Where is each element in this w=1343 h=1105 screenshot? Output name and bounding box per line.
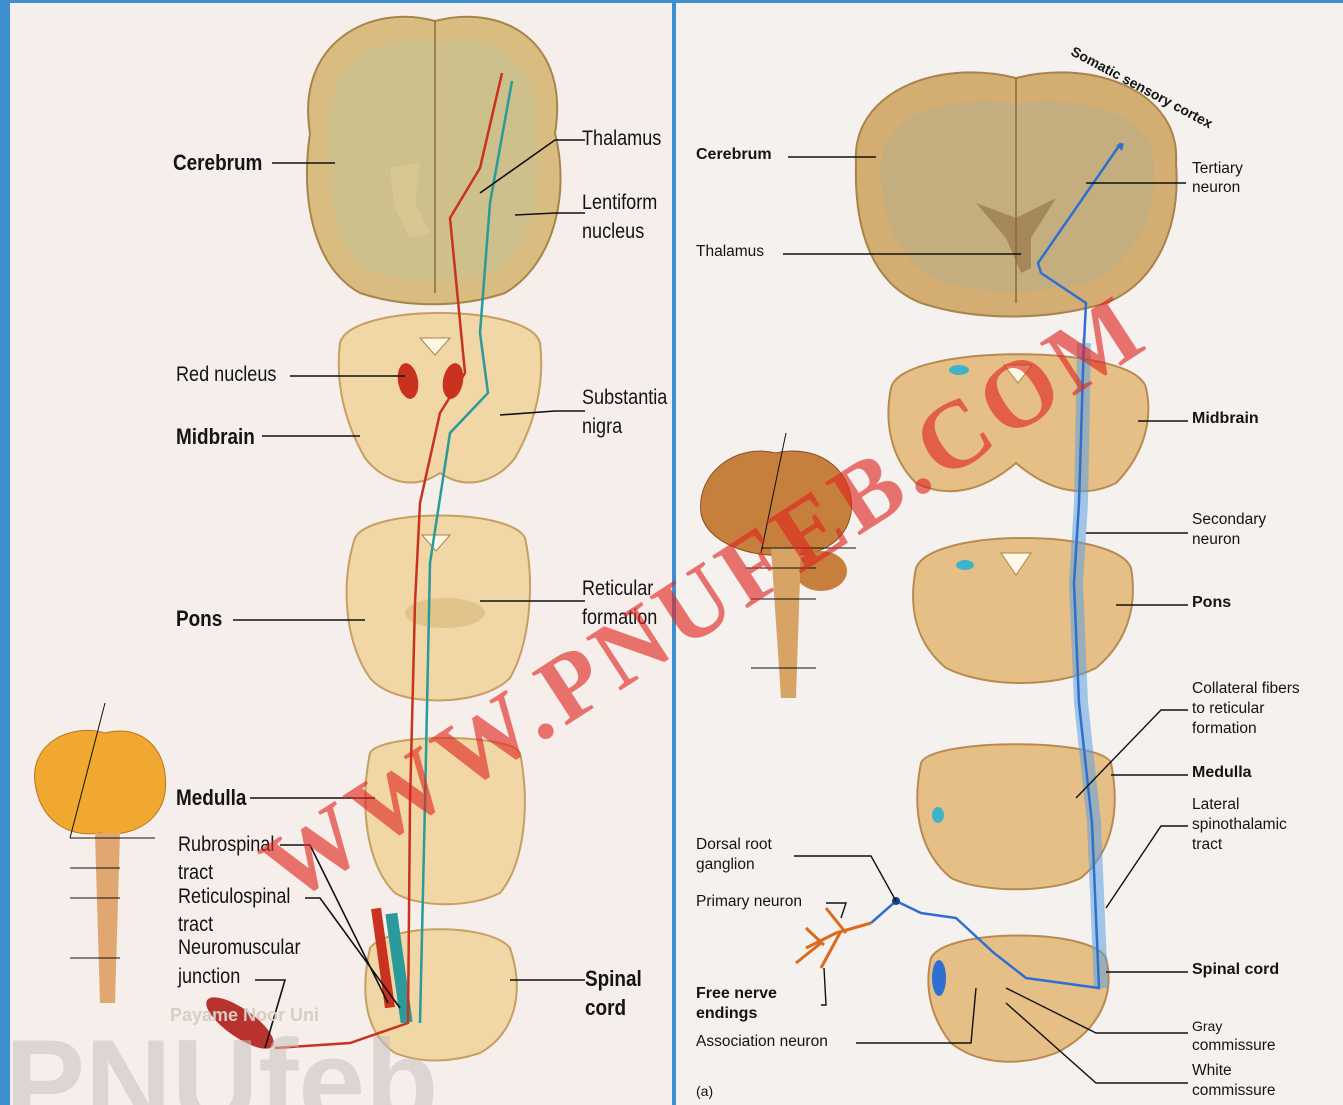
label-lateral-3: tract bbox=[1192, 836, 1222, 854]
label-secondary-1: Secondary bbox=[1192, 511, 1266, 529]
label-lateral-1: Lateral bbox=[1192, 796, 1239, 814]
label-free-nerve-1: Free nerve bbox=[696, 985, 777, 1003]
label-nmj-2: junction bbox=[178, 965, 240, 989]
medulla-section bbox=[365, 738, 525, 904]
motor-pathway-panel: PNUfeb Cerebrum Thalamus Lentiform nucle… bbox=[10, 3, 672, 1105]
label-reticular-1: Reticular bbox=[582, 577, 653, 601]
label-cerebrum-right: Cerebrum bbox=[696, 146, 772, 164]
label-thalamus-right: Thalamus bbox=[696, 243, 764, 261]
label-secondary-2: neuron bbox=[1192, 531, 1240, 549]
motor-pathway-illustration: PNUfeb bbox=[10, 3, 672, 1105]
faint-logo: PNUfeb bbox=[10, 1015, 438, 1105]
label-lateral-2: spinothalamic bbox=[1192, 816, 1287, 834]
label-medulla: Medulla bbox=[176, 785, 246, 810]
label-panel-a: (a) bbox=[696, 1083, 713, 1099]
label-collateral-2: to reticular bbox=[1192, 700, 1264, 718]
label-spinal-2: cord bbox=[585, 995, 626, 1020]
label-medulla-right: Medulla bbox=[1192, 764, 1252, 782]
pons-section bbox=[347, 516, 530, 701]
label-pons: Pons bbox=[176, 606, 222, 631]
label-tertiary-1: Tertiary bbox=[1192, 160, 1243, 178]
midbrain-section-right bbox=[888, 354, 1148, 491]
faint-caption: Payame Noor Uni bbox=[170, 1005, 319, 1026]
label-gray-2: commissure bbox=[1192, 1037, 1276, 1055]
cerebrum-section-right bbox=[856, 72, 1177, 316]
label-white-1: White bbox=[1192, 1062, 1232, 1080]
label-nmj-1: Neuromuscular bbox=[178, 936, 300, 960]
label-white-2: commissure bbox=[1192, 1082, 1276, 1100]
label-lentiform-2: nucleus bbox=[582, 220, 644, 244]
label-drg-2: ganglion bbox=[696, 856, 755, 874]
label-free-nerve-2: endings bbox=[696, 1005, 757, 1023]
label-primary-neuron: Primary neuron bbox=[696, 893, 802, 911]
label-substantia-2: nigra bbox=[582, 415, 622, 439]
label-drg-1: Dorsal root bbox=[696, 836, 772, 854]
label-tertiary-2: neuron bbox=[1192, 179, 1240, 197]
label-cerebrum: Cerebrum bbox=[173, 150, 262, 175]
label-reticular-2: formation bbox=[582, 606, 657, 630]
midbrain-section bbox=[339, 313, 542, 482]
label-gray-1: Gray bbox=[1192, 1018, 1222, 1034]
cerebrum-section bbox=[307, 17, 561, 304]
label-rubrospinal-1: Rubrospinal bbox=[178, 833, 274, 857]
label-spinal-1: Spinal bbox=[585, 966, 642, 991]
label-collateral-1: Collateral fibers bbox=[1192, 680, 1300, 698]
label-association-neuron: Association neuron bbox=[696, 1033, 828, 1051]
label-lentiform-1: Lentiform bbox=[582, 191, 657, 215]
label-spinal-cord-right: Spinal cord bbox=[1192, 961, 1279, 979]
free-nerve-endings bbox=[796, 908, 871, 968]
sensory-pathway-panel: Somatic sensory cortex Cerebrum Tertiary… bbox=[676, 3, 1343, 1105]
label-substantia-1: Substantia bbox=[582, 386, 667, 410]
label-pons-right: Pons bbox=[1192, 594, 1231, 612]
label-thalamus: Thalamus bbox=[582, 127, 661, 151]
label-reticulospinal-1: Reticulospinal bbox=[178, 885, 290, 909]
pons-section-right bbox=[913, 538, 1133, 683]
small-brain-thumbnail bbox=[35, 703, 166, 1003]
label-midbrain: Midbrain bbox=[176, 424, 255, 449]
label-reticulospinal-2: tract bbox=[178, 913, 213, 937]
small-brain-thumbnail-right bbox=[701, 433, 856, 698]
label-midbrain-right: Midbrain bbox=[1192, 410, 1259, 428]
label-collateral-3: formation bbox=[1192, 720, 1257, 738]
label-red-nucleus: Red nucleus bbox=[176, 363, 276, 387]
label-rubrospinal-2: tract bbox=[178, 861, 213, 885]
